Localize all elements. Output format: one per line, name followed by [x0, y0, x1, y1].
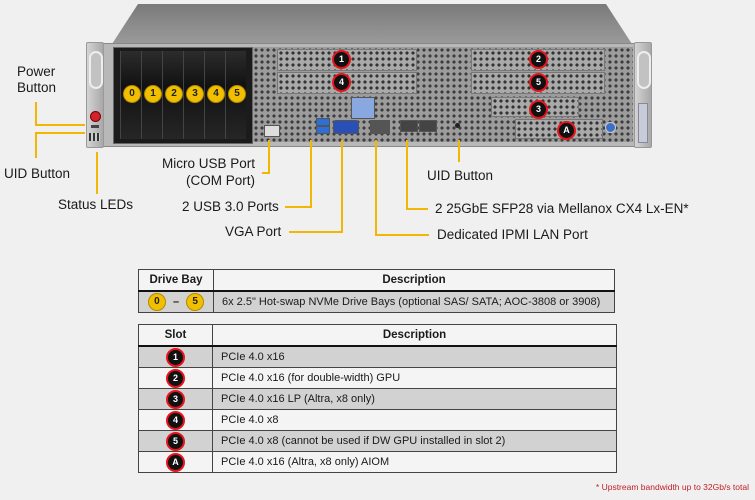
drive-badge-4: 4 [207, 85, 225, 103]
callout-line [268, 140, 270, 173]
slot-badge-1: 1 [332, 50, 351, 69]
drive-description: 6x 2.5" Hot-swap NVMe Drive Bays (option… [213, 290, 615, 313]
sfp28-label: 2 25GbE SFP28 via Mellanox CX4 Lx-EN* [435, 201, 689, 216]
callout-line [96, 152, 98, 194]
usb-ports-label: 2 USB 3.0 Ports [182, 199, 279, 214]
callout-line [285, 206, 312, 208]
vga-port[interactable] [333, 120, 359, 134]
pcie-bracket-slot-1 [277, 49, 417, 71]
callout-line [262, 172, 270, 174]
slot-badge-a: A [557, 121, 576, 140]
drive-badge-0: 0 [123, 85, 141, 103]
power-button-icon[interactable] [90, 111, 101, 122]
footnote: * Upstream bandwidth up to 32Gb/s total [595, 482, 749, 492]
callout-line [406, 208, 428, 210]
drive-bay-range: 0 – 5 [138, 290, 214, 313]
callout-line [35, 124, 85, 126]
callout-line [35, 132, 85, 134]
slot-description-header: Description [212, 324, 617, 347]
status-leds-icon [89, 133, 100, 141]
slot-description: PCIe 4.0 x16 LP (Altra, x8 only) [212, 388, 617, 410]
drive-badge-2: 2 [165, 85, 183, 103]
usb-port-2[interactable] [316, 126, 330, 134]
slot-description: PCIe 4.0 x8 [212, 409, 617, 431]
drive-badge-from: 0 [147, 293, 166, 311]
slot-badge: 4 [166, 410, 185, 430]
table-row: 3 PCIe 4.0 x16 LP (Altra, x8 only) [138, 388, 617, 410]
uid-button-right-label: UID Button [427, 168, 494, 183]
table-row: 0 – 5 6x 2.5" Hot-swap NVMe Drive Bays (… [138, 290, 615, 313]
usb-port-1[interactable] [316, 118, 330, 126]
thumbscrew-icon [605, 122, 616, 133]
power-button-label-line2: Button [17, 80, 57, 95]
right-rack-ear [634, 42, 652, 148]
table-row: 2 PCIe 4.0 x16 (for double-width) GPU [138, 367, 617, 389]
slot-description: PCIe 4.0 x16 (Altra, x8 only) AIOM [212, 451, 617, 473]
drive-badge-3: 3 [186, 85, 204, 103]
slot-badge: 5 [166, 431, 185, 451]
left-handle-icon [89, 51, 103, 89]
ipmi-lan-port[interactable] [370, 120, 390, 134]
power-connector-icon [351, 97, 375, 119]
callout-line [375, 234, 429, 236]
callout-line [35, 132, 37, 158]
callout-line [375, 140, 377, 236]
power-button-label-line1: Power [17, 64, 56, 79]
micro-usb-label-line2: (COM Port) [186, 173, 255, 188]
vga-port-label: VGA Port [225, 224, 282, 239]
callout-line [341, 140, 343, 233]
status-leds-label: Status LEDs [58, 197, 134, 212]
slot-description: PCIe 4.0 x16 [212, 345, 617, 368]
sfp28-port-1[interactable] [400, 120, 418, 132]
callout-line [289, 231, 343, 233]
table-row: 1 PCIe 4.0 x16 [138, 345, 617, 368]
slot-badge: A [166, 452, 185, 472]
drive-badge-5: 5 [228, 85, 246, 103]
callout-line [310, 140, 312, 207]
rear-io-area [253, 47, 633, 142]
micro-usb-port[interactable] [264, 125, 280, 137]
uid-button-icon[interactable] [91, 125, 99, 128]
drive-badge-1: 1 [144, 85, 162, 103]
table-row: 4 PCIe 4.0 x8 [138, 409, 617, 431]
sfp28-port-2[interactable] [419, 120, 437, 132]
slot-badge-4: 4 [332, 73, 351, 92]
callout-line [458, 140, 460, 162]
uid-button-left-label: UID Button [4, 166, 71, 181]
range-dash: – [172, 295, 180, 308]
ipmi-lan-label: Dedicated IPMI LAN Port [437, 227, 588, 242]
slot-badge: 3 [166, 389, 185, 409]
slot-badge: 2 [166, 368, 185, 388]
drive-description-header: Description [213, 269, 615, 292]
drive-bay-area [113, 47, 253, 144]
slot-badge-3: 3 [529, 100, 548, 119]
slot-description: PCIe 4.0 x8 (cannot be used if DW GPU in… [212, 430, 617, 452]
drive-badge-to: 5 [186, 293, 205, 311]
table-row: A PCIe 4.0 x16 (Altra, x8 only) AIOM [138, 451, 617, 473]
drive-bay-header: Drive Bay [138, 269, 214, 292]
table-row: 5 PCIe 4.0 x8 (cannot be used if DW GPU … [138, 430, 617, 452]
slot-table: Slot Description 1 PCIe 4.0 x16 2 PCIe 4… [138, 324, 617, 473]
slot-badge: 1 [166, 347, 185, 367]
chassis-lid [112, 4, 632, 44]
drive-bay-table: Drive Bay Description 0 – 5 6x 2.5" Hot-… [138, 269, 615, 313]
brand-label [638, 103, 648, 143]
micro-usb-label-line1: Micro USB Port [162, 156, 256, 171]
right-handle-icon [637, 51, 651, 89]
slot-header: Slot [138, 324, 213, 347]
slot-description: PCIe 4.0 x16 (for double-width) GPU [212, 367, 617, 389]
slot-badge-5: 5 [529, 73, 548, 92]
callout-line [406, 140, 408, 210]
left-rack-ear [86, 42, 104, 148]
slot-badge-2: 2 [529, 50, 548, 69]
uid-button-rear-icon[interactable] [455, 123, 460, 128]
callout-line [35, 102, 37, 126]
